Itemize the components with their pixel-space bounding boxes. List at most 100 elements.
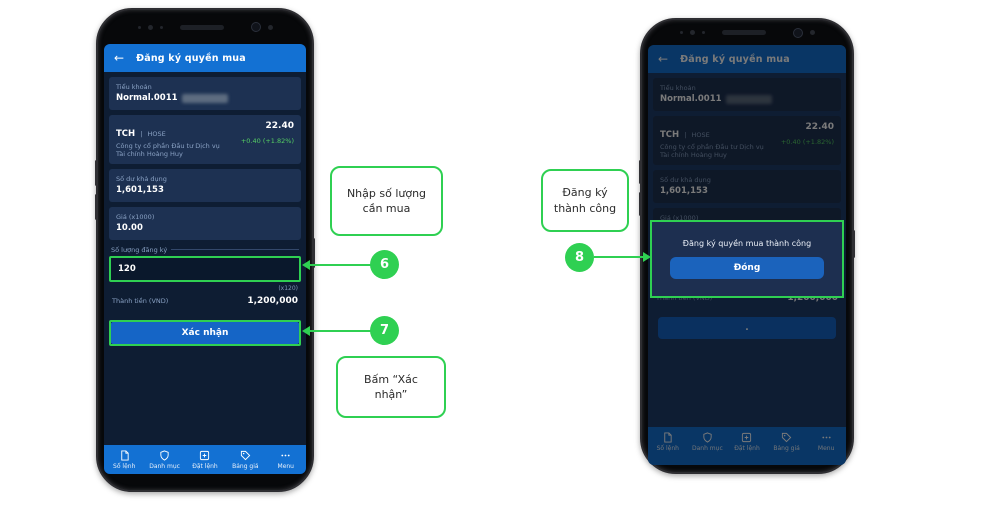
app-screen-left: ← Đăng ký quyền mua Tiểu khoản Normal.00… <box>104 44 306 474</box>
nav-label: Số lệnh <box>656 445 679 452</box>
back-arrow-icon[interactable]: ← <box>114 51 125 65</box>
stock-symbol: TCH <box>116 129 136 139</box>
nav-label: Bảng giá <box>232 463 259 470</box>
assistant-button <box>639 192 642 216</box>
nav-item-orders[interactable]: Số lệnh <box>104 450 144 470</box>
redacted-blur <box>725 95 772 104</box>
top-bezel <box>98 10 312 44</box>
callout-enter-quantity: Nhập số lượng cần mua <box>330 166 443 236</box>
plus-square-icon <box>200 450 210 461</box>
success-message: Đăng ký quyền mua thành công <box>682 239 812 248</box>
nav-item-place-order[interactable]: Đặt lệnh <box>727 432 767 452</box>
nav-label: Menu <box>277 463 294 470</box>
field-outline-rule <box>171 249 299 250</box>
arrow-head-step8 <box>643 252 651 262</box>
earpiece-speaker <box>179 24 224 30</box>
price-value: 10.00 <box>116 223 143 233</box>
stock-card: TCH | HOSE Công ty cổ phần Đầu tư Dịch v… <box>109 115 301 164</box>
sensor-dot <box>267 24 273 30</box>
shield-icon <box>703 432 712 443</box>
front-camera <box>792 27 803 38</box>
callout-register-success: Đăng ký thành công <box>541 169 629 232</box>
nav-item-menu[interactable]: Menu <box>806 432 846 452</box>
sensor-dot <box>137 25 141 29</box>
balance-card: Số dư khả dụng 1,601,153 <box>653 170 841 203</box>
nav-item-price-board[interactable]: Bảng giá <box>225 450 265 470</box>
nav-item-menu[interactable]: Menu <box>266 450 306 470</box>
balance-value: 1,601,153 <box>116 185 164 195</box>
nav-label: Danh mục <box>692 445 723 452</box>
redacted-blur <box>181 94 228 103</box>
annotation-highlight-quantity: 120 <box>109 256 301 282</box>
assistant-button <box>95 194 98 220</box>
step-circle-8: 8 <box>565 243 594 272</box>
account-card: Tiểu khoản Normal.0011 <box>653 78 841 111</box>
divider: | <box>140 130 143 138</box>
company-name: Công ty cổ phần Đầu tư Dịch vụ Tài chính… <box>116 142 220 158</box>
nav-label: Số lệnh <box>113 463 136 470</box>
nav-item-portfolio[interactable]: Danh mục <box>688 432 728 452</box>
arrow-line-step6 <box>310 264 372 266</box>
stock-price: 22.40 <box>805 122 834 132</box>
bottom-nav: Số lệnh Danh mục Đặt lệnh Bảng giá Menu <box>104 445 306 474</box>
nav-item-portfolio[interactable]: Danh mục <box>144 450 184 470</box>
annotation-highlight-confirm: Xác nhận <box>109 320 301 346</box>
multiplier-note: (x120) <box>278 285 298 292</box>
back-arrow-icon[interactable]: ← <box>658 52 669 66</box>
volume-button <box>95 160 98 186</box>
total-value: 1,200,000 <box>787 293 838 303</box>
stock-exchange: HOSE <box>147 130 166 138</box>
company-name: Công ty cổ phần Đầu tư Dịch vụ Tài chính… <box>660 143 764 159</box>
form-body: Tiểu khoản Normal.0011 TCH | HOSE Công t… <box>104 72 306 346</box>
confirm-button[interactable]: Xác nhận <box>111 322 299 344</box>
phone-left: ← Đăng ký quyền mua Tiểu khoản Normal.00… <box>95 8 315 492</box>
price-label: Giá (x1000) <box>116 213 155 221</box>
account-card: Tiểu khoản Normal.0011 <box>109 77 301 110</box>
stock-price: 22.40 <box>265 121 294 131</box>
arrow-head-step6 <box>302 260 310 270</box>
nav-item-price-board[interactable]: Bảng giá <box>767 432 807 452</box>
price-card: Giá (x1000) 10.00 <box>109 207 301 240</box>
stock-change: +0.40 (+1.82%) <box>240 137 294 145</box>
sensor-dot <box>147 24 153 30</box>
nav-label: Bảng giá <box>773 445 800 452</box>
arrow-head-step7 <box>302 326 310 336</box>
nav-label: Đặt lệnh <box>192 463 218 470</box>
stock-exchange: HOSE <box>691 131 710 139</box>
sensor-dot <box>689 30 695 35</box>
top-bezel <box>642 20 852 45</box>
phone-right: ← Đăng ký quyền mua Tiểu khoản Normal.00… <box>639 18 855 474</box>
sensor-dot <box>701 31 705 34</box>
earpiece-speaker <box>721 30 766 35</box>
confirm-button-disabled: . <box>658 317 836 339</box>
callout-press-confirm: Bấm “Xác nhận” <box>336 356 446 418</box>
app-header: ← Đăng ký quyền mua <box>104 44 306 72</box>
arrow-line-step8 <box>594 256 643 258</box>
more-icon <box>822 436 831 439</box>
app-header: ← Đăng ký quyền mua <box>648 45 846 73</box>
nav-item-orders[interactable]: Số lệnh <box>648 432 688 452</box>
balance-label: Số dư khả dụng <box>660 176 711 184</box>
nav-label: Menu <box>817 445 835 452</box>
arrow-line-step7 <box>310 330 372 332</box>
close-dialog-button[interactable]: Đóng <box>670 257 824 279</box>
price-label: Giá (x1000) <box>660 214 699 222</box>
sensor-dot <box>159 25 163 29</box>
balance-label: Số dư khả dụng <box>116 175 167 183</box>
front-camera <box>250 22 261 32</box>
nav-item-place-order[interactable]: Đặt lệnh <box>185 450 225 470</box>
tag-icon <box>240 450 251 461</box>
account-label: Tiểu khoản <box>660 84 696 92</box>
divider: | <box>684 131 687 139</box>
page-title: Đăng ký quyền mua <box>136 52 246 64</box>
quantity-input[interactable]: 120 <box>111 258 299 280</box>
nav-label: Đặt lệnh <box>734 445 760 452</box>
bottom-nav: Số lệnh Danh mục Đặt lệnh Bảng giá <box>648 427 846 465</box>
stock-change: +0.40 (+1.82%) <box>780 138 834 146</box>
more-icon <box>281 454 290 457</box>
document-icon <box>664 432 672 443</box>
balance-value: 1,601,153 <box>660 186 708 196</box>
annotation-highlight-dialog: Đăng ký quyền mua thành công Đóng <box>650 220 844 298</box>
tag-icon <box>781 432 792 443</box>
